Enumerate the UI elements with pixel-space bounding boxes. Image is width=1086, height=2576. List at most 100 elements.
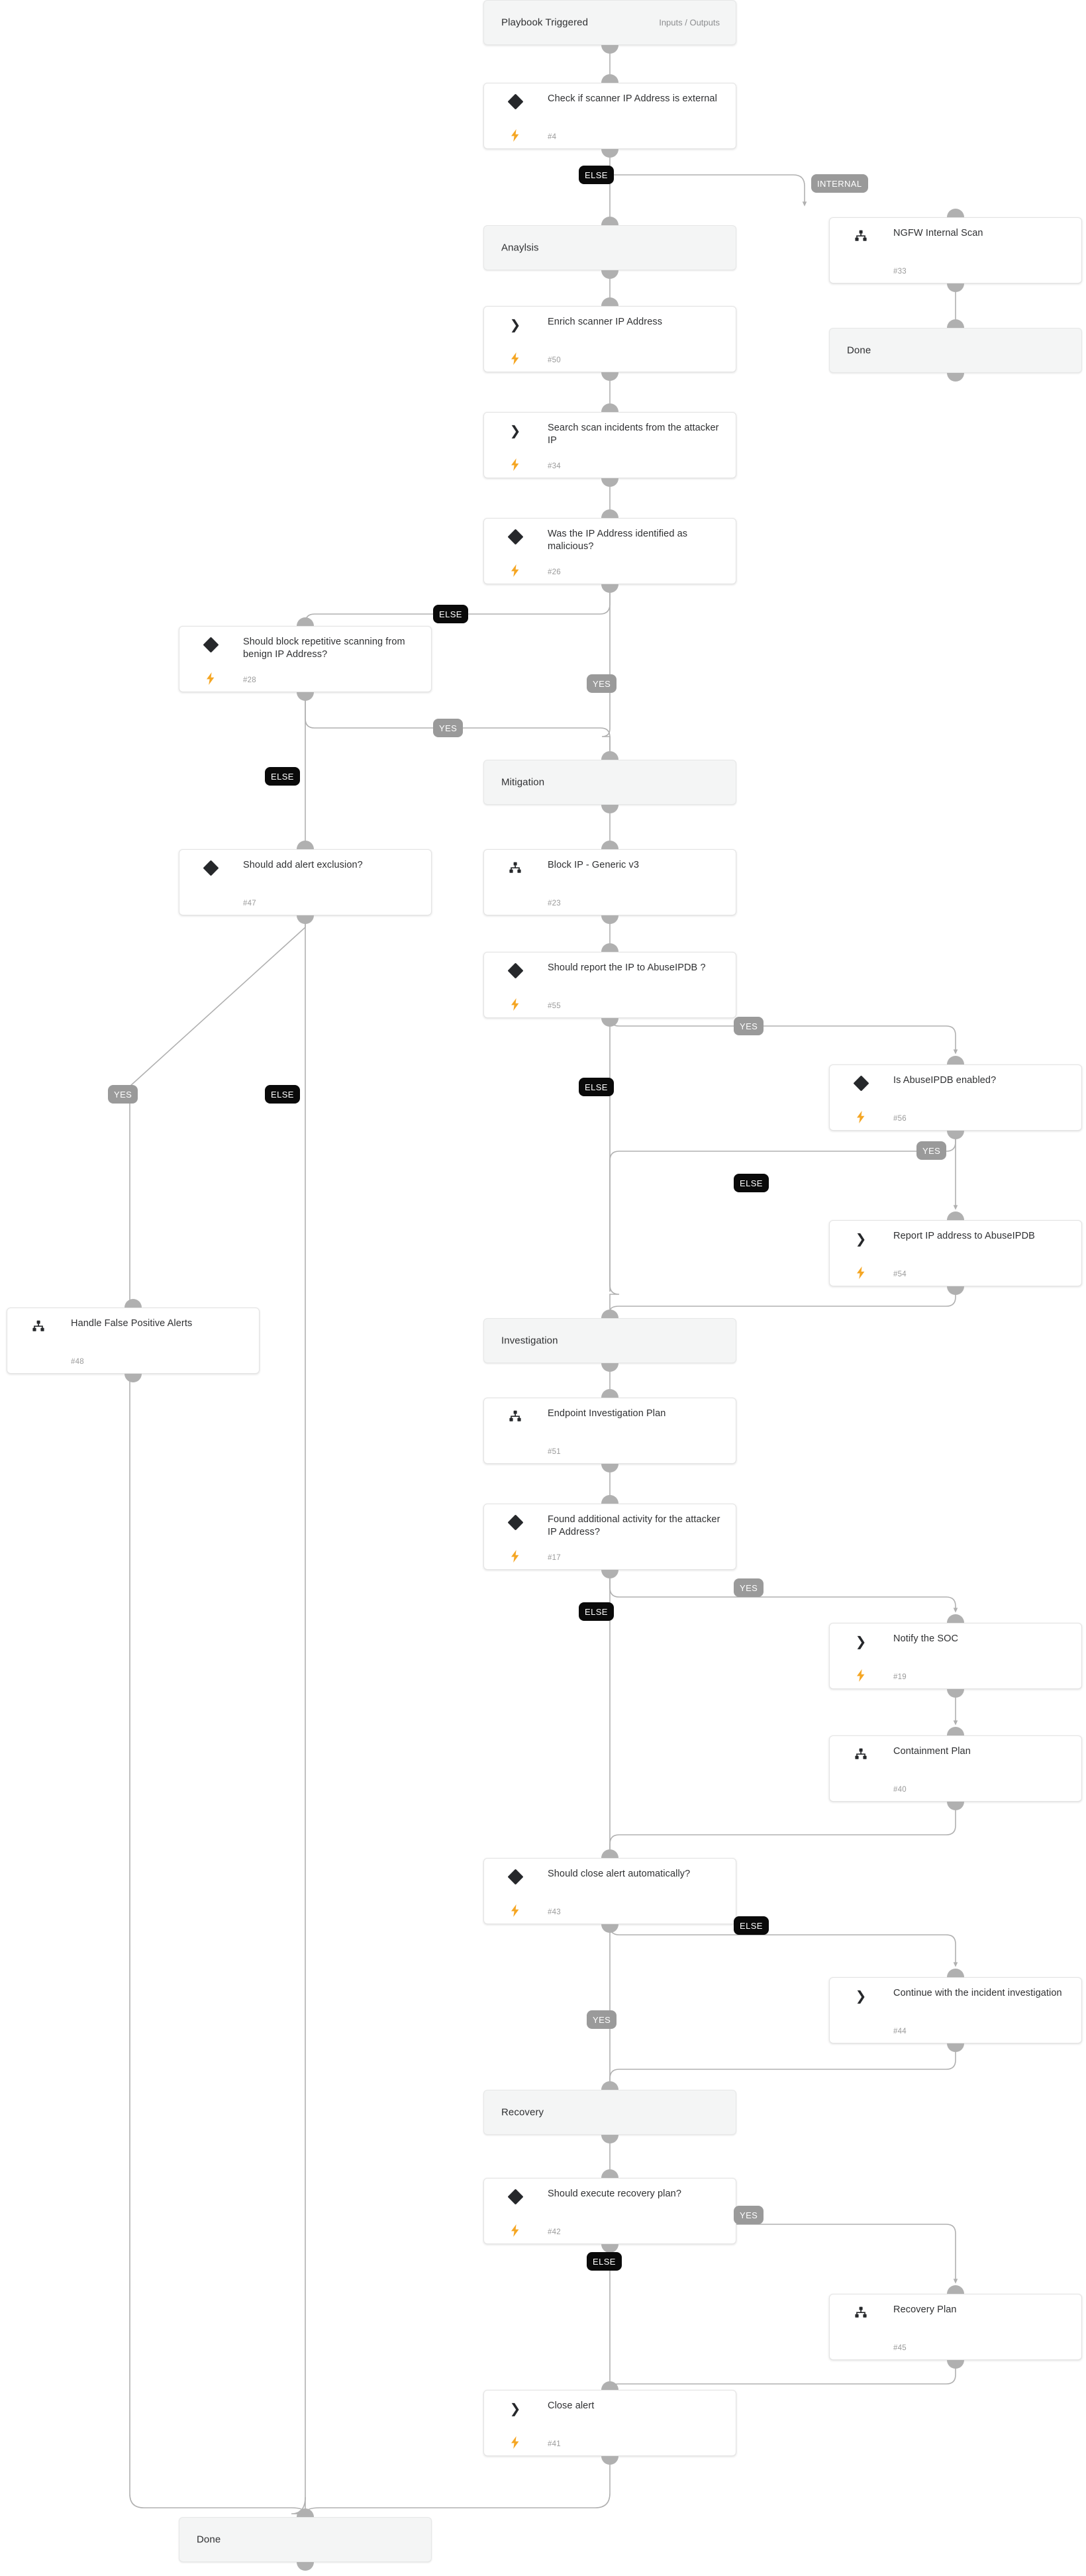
node-input-port[interactable]: [601, 751, 618, 760]
node-input-port[interactable]: [947, 209, 964, 217]
node-output-port[interactable]: [947, 373, 964, 382]
node-output-port[interactable]: [601, 45, 618, 54]
flow-node-handle_fp[interactable]: Handle False Positive Alerts#48: [7, 1308, 260, 1374]
flow-node-ep_plan[interactable]: Endpoint Investigation Plan#51: [483, 1398, 736, 1464]
node-output-port[interactable]: [601, 1363, 618, 1372]
branch-pill-else[interactable]: ELSE: [579, 166, 614, 184]
branch-pill-yes[interactable]: YES: [433, 719, 464, 737]
branch-pill-else[interactable]: ELSE: [734, 1174, 769, 1192]
flow-node-notify_soc[interactable]: ❯Notify the SOC#19: [829, 1623, 1082, 1689]
node-output-port[interactable]: [947, 2360, 964, 2369]
branch-pill-else[interactable]: ELSE: [579, 1602, 614, 1621]
branch-pill-yes[interactable]: YES: [587, 2010, 617, 2029]
node-input-port[interactable]: [297, 617, 314, 626]
node-input-port[interactable]: [947, 1211, 964, 1220]
node-output-port[interactable]: [297, 2562, 314, 2571]
flow-node-enrich[interactable]: ❯Enrich scanner IP Address#50: [483, 306, 736, 372]
node-input-port[interactable]: [601, 1849, 618, 1858]
inputs-outputs-label[interactable]: Inputs / Outputs: [659, 17, 720, 28]
node-output-port[interactable]: [601, 478, 618, 487]
branch-pill-yes[interactable]: YES: [587, 674, 617, 693]
flow-node-check_ext[interactable]: Check if scanner IP Address is external#…: [483, 83, 736, 149]
node-input-port[interactable]: [601, 1310, 618, 1318]
node-output-port[interactable]: [297, 692, 314, 701]
node-output-port[interactable]: [601, 372, 618, 381]
node-output-port[interactable]: [601, 1924, 618, 1933]
node-output-port[interactable]: [601, 915, 618, 924]
flow-node-ngfw[interactable]: NGFW Internal Scan#33: [829, 217, 1082, 283]
branch-pill-else[interactable]: ELSE: [579, 1078, 614, 1096]
branch-pill-else[interactable]: ELSE: [587, 2252, 622, 2271]
flow-node-sec_analysis[interactable]: Anaylsis: [483, 225, 736, 270]
node-output-port[interactable]: [947, 1689, 964, 1698]
flow-node-done_right[interactable]: Done: [829, 328, 1082, 373]
branch-pill-yes[interactable]: YES: [734, 1578, 764, 1597]
node-input-port[interactable]: [601, 74, 618, 83]
node-output-port[interactable]: [947, 2043, 964, 2052]
node-input-port[interactable]: [601, 1389, 618, 1398]
flow-node-sec_mitig[interactable]: Mitigation: [483, 760, 736, 805]
node-output-port[interactable]: [601, 2135, 618, 2143]
node-output-port[interactable]: [947, 1802, 964, 1810]
node-input-port[interactable]: [601, 943, 618, 952]
node-output-port[interactable]: [947, 283, 964, 292]
node-output-port[interactable]: [601, 270, 618, 279]
flow-node-was_malicious[interactable]: Was the IP Address identified as malicio…: [483, 518, 736, 584]
node-input-port[interactable]: [297, 2508, 314, 2517]
node-output-port[interactable]: [297, 915, 314, 924]
flow-node-continue_inc[interactable]: ❯Continue with the incident investigatio…: [829, 1977, 1082, 2043]
node-input-port[interactable]: [601, 2169, 618, 2178]
flow-node-sec_recov[interactable]: Recovery: [483, 2090, 736, 2135]
flow-node-exec_recov[interactable]: Should execute recovery plan?#42: [483, 2178, 736, 2244]
flow-node-block_benign[interactable]: Should block repetitive scanning from be…: [179, 626, 432, 692]
node-input-port[interactable]: [601, 2081, 618, 2090]
node-output-port[interactable]: [124, 1374, 142, 1382]
flow-node-done_bottom[interactable]: Done: [179, 2517, 432, 2562]
node-input-port[interactable]: [601, 403, 618, 412]
node-input-port[interactable]: [947, 1056, 964, 1064]
node-input-port[interactable]: [947, 1614, 964, 1623]
flow-node-add_excl[interactable]: Should add alert exclusion?#47: [179, 849, 432, 915]
node-input-port[interactable]: [947, 2285, 964, 2294]
branch-pill-yes[interactable]: YES: [734, 2206, 764, 2224]
branch-pill-else[interactable]: ELSE: [734, 1916, 769, 1935]
node-output-port[interactable]: [947, 1131, 964, 1139]
node-output-port[interactable]: [601, 1464, 618, 1472]
branch-pill-else[interactable]: ELSE: [265, 767, 300, 786]
node-input-port[interactable]: [297, 841, 314, 849]
flow-node-close_alert[interactable]: ❯Close alert#41: [483, 2390, 736, 2456]
node-input-port[interactable]: [601, 841, 618, 849]
flow-node-containment[interactable]: Containment Plan#40: [829, 1735, 1082, 1802]
node-input-port[interactable]: [124, 1299, 142, 1308]
flow-node-abuse_en[interactable]: Is AbuseIPDB enabled?#56: [829, 1064, 1082, 1131]
node-output-port[interactable]: [601, 149, 618, 158]
node-output-port[interactable]: [601, 1018, 618, 1027]
branch-pill-else[interactable]: ELSE: [265, 1085, 300, 1104]
branch-pill-yes[interactable]: YES: [108, 1085, 138, 1104]
flow-node-report_ip[interactable]: ❯Report IP address to AbuseIPDB#54: [829, 1220, 1082, 1286]
branch-pill-yes[interactable]: YES: [734, 1017, 764, 1035]
node-input-port[interactable]: [601, 297, 618, 306]
node-output-port[interactable]: [601, 1570, 618, 1578]
flow-node-block_ip[interactable]: Block IP - Generic v3#23: [483, 849, 736, 915]
branch-pill-yes[interactable]: YES: [916, 1141, 947, 1160]
branch-pill-else[interactable]: ELSE: [433, 605, 468, 623]
flow-node-close_auto[interactable]: Should close alert automatically?#43: [483, 1858, 736, 1924]
node-input-port[interactable]: [947, 1969, 964, 1977]
flow-node-found_act[interactable]: Found additional activity for the attack…: [483, 1504, 736, 1570]
flow-node-report_q[interactable]: Should report the IP to AbuseIPDB ?#55: [483, 952, 736, 1018]
flow-node-recov_plan[interactable]: Recovery Plan#45: [829, 2294, 1082, 2360]
node-input-port[interactable]: [601, 1495, 618, 1504]
node-input-port[interactable]: [947, 319, 964, 328]
branch-pill-internal[interactable]: INTERNAL: [811, 174, 868, 193]
node-input-port[interactable]: [947, 1727, 964, 1735]
flow-node-search_inc[interactable]: ❯Search scan incidents from the attacker…: [483, 412, 736, 478]
node-output-port[interactable]: [601, 805, 618, 813]
node-input-port[interactable]: [601, 2381, 618, 2390]
node-input-port[interactable]: [601, 217, 618, 225]
flow-node-sec_invest[interactable]: Investigation: [483, 1318, 736, 1363]
node-output-port[interactable]: [947, 1286, 964, 1295]
node-output-port[interactable]: [601, 584, 618, 593]
